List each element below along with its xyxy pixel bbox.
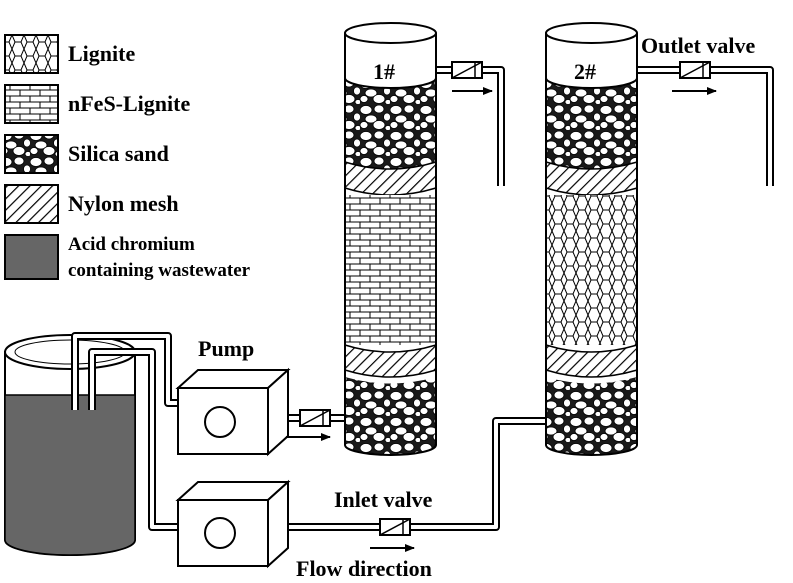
tube-outlet-column1 xyxy=(432,66,505,186)
legend-label-wastewater-line1: Acid chromium xyxy=(68,234,195,255)
inlet-valve-column-1 xyxy=(299,409,331,427)
outlet-valve-column-1 xyxy=(451,61,483,79)
pump-2 xyxy=(175,479,291,569)
legend-item-wastewater: Acid chromium containing wastewater xyxy=(4,234,251,281)
legend-item-nfes-lignite: nFeS-Lignite xyxy=(4,84,190,124)
column-1-top-silica-sand xyxy=(345,78,436,170)
legend-item-silica-sand: Silica sand xyxy=(4,134,169,174)
column-2-bottom-silica-sand xyxy=(546,377,637,455)
column-1-nfes-lignite-layer xyxy=(345,195,436,345)
pump-1-rotor-icon xyxy=(204,406,236,438)
outlet-valve-label: Outlet valve xyxy=(641,33,755,58)
column-2-bottom-nylon-mesh xyxy=(545,343,638,378)
legend-label-nfes-lignite: nFeS-Lignite xyxy=(68,91,190,116)
nfes-lignite-swatch-icon xyxy=(4,84,59,124)
column-2-label: 2# xyxy=(574,59,596,84)
legend-label-silica-sand: Silica sand xyxy=(68,141,169,166)
legend-label-nylon-mesh: Nylon mesh xyxy=(68,191,179,216)
silica-sand-swatch-icon xyxy=(4,134,59,174)
legend-item-nylon-mesh: Nylon mesh xyxy=(4,184,179,224)
inlet-valve-column-2 xyxy=(379,518,411,536)
legend: Lignite nFeS-Lignite Silica sand Nylon m… xyxy=(4,34,251,281)
lignite-swatch-icon xyxy=(4,34,59,74)
legend-label-lignite: Lignite xyxy=(68,41,135,66)
column-2-lignite-layer xyxy=(546,195,637,345)
nylon-mesh-swatch-icon xyxy=(4,184,59,224)
legend-item-lignite: Lignite xyxy=(4,34,135,74)
column-1-label: 1# xyxy=(373,59,395,84)
wastewater-swatch-icon xyxy=(4,234,59,280)
column-2-top-silica-sand xyxy=(546,78,637,170)
column-1-bottom-nylon-mesh xyxy=(344,343,437,378)
inlet-valve-label: Inlet valve xyxy=(334,487,433,512)
pump-2-rotor-icon xyxy=(204,517,236,549)
tube-outlet-column2 xyxy=(635,66,774,186)
pump-1 xyxy=(175,367,291,457)
wastewater-level xyxy=(4,394,136,556)
wastewater-tank xyxy=(4,334,136,556)
legend-label-wastewater-line2: containing wastewater xyxy=(68,260,251,281)
outlet-valve-column-2 xyxy=(679,61,711,79)
column-1-bottom-silica-sand xyxy=(345,377,436,455)
pump-label: Pump xyxy=(198,336,254,361)
column-1: 1# xyxy=(344,22,437,456)
column-2: 2# xyxy=(545,22,638,456)
flow-direction-label: Flow direction xyxy=(296,556,432,581)
